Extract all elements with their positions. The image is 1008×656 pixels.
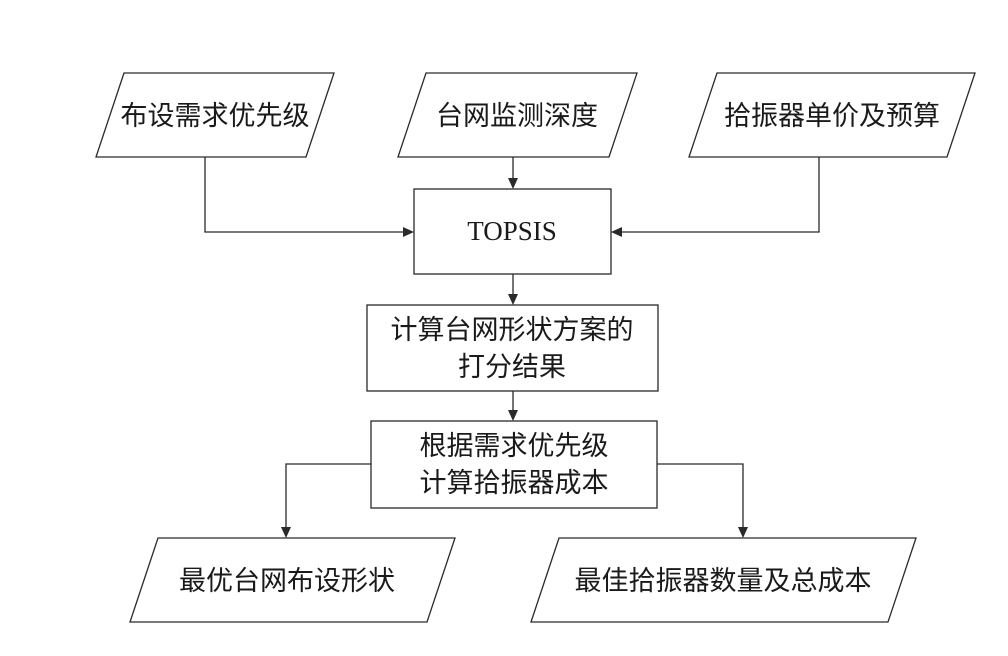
edge-cost-calc-to-best-shape: [281, 463, 371, 538]
arrowhead: [508, 294, 518, 305]
topsis-shape: [413, 188, 612, 275]
input-price-budget-shape: [688, 72, 976, 158]
output-best-count-cost-node: 最佳拾振器数量及总成本: [530, 537, 917, 623]
cost-calc-label-line1: 根据需求优先级: [420, 431, 609, 462]
arrowhead: [281, 527, 291, 538]
topsis-node: TOPSIS: [413, 188, 612, 275]
input-priority-shape: [95, 72, 335, 158]
edge-priority-to-topsis: [204, 157, 414, 237]
arrowhead: [738, 527, 748, 538]
input-depth-node: 台网监测深度: [397, 72, 638, 158]
cost-calc-label-line2: 计算拾振器成本: [420, 468, 609, 499]
arrowhead: [508, 178, 518, 189]
arrowhead: [508, 410, 518, 421]
scoring-label-line1: 计算台网形状方案的: [391, 315, 634, 346]
output-best-count-cost-shape: [530, 537, 917, 623]
output-best-shape-label: 最优台网布设形状: [179, 566, 395, 597]
output-best-count-cost-label: 最佳拾振器数量及总成本: [575, 566, 872, 597]
input-priority-label: 布设需求优先级: [121, 101, 310, 132]
edge-scoring-to-cost-calc: [508, 391, 518, 421]
edge-cost-calc-to-best-count-cost: [657, 463, 748, 538]
scoring-node: 计算台网形状方案的 打分结果: [366, 304, 659, 392]
input-depth-shape: [397, 72, 638, 158]
input-price-budget-node: 拾振器单价及预算: [688, 72, 976, 158]
arrowhead: [611, 227, 622, 237]
scoring-label-line2: 打分结果: [458, 352, 566, 383]
topsis-label: TOPSIS: [467, 216, 557, 246]
edge-topsis-to-scoring: [508, 274, 518, 305]
edge-depth-to-topsis: [508, 157, 518, 189]
cost-calc-shape: [370, 420, 658, 509]
arrowhead: [403, 227, 414, 237]
scoring-shape: [366, 304, 659, 392]
input-price-budget-label: 拾振器单价及预算: [724, 101, 940, 132]
cost-calc-node: 根据需求优先级 计算拾振器成本: [370, 420, 658, 509]
input-depth-label: 台网监测深度: [436, 101, 598, 132]
edge-price-budget-to-topsis: [611, 157, 820, 237]
input-priority-node: 布设需求优先级: [95, 72, 335, 158]
output-best-shape-shape: [129, 537, 456, 623]
output-best-shape-node: 最优台网布设形状: [129, 537, 456, 623]
